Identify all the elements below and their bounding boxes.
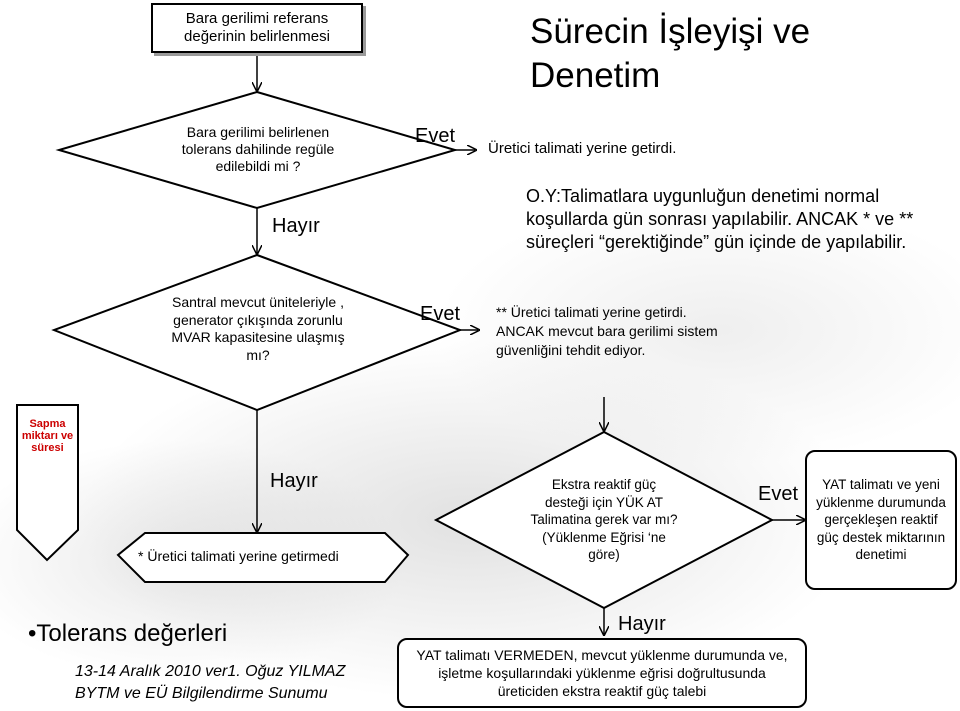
decision3-no-label: Hayır [618, 613, 666, 635]
decision2-no-label: Hayır [270, 470, 318, 492]
tolerance-bullet: •Tolerans değerleri [28, 620, 228, 647]
step1-box: Bara gerilimi referans değerinin belirle… [151, 3, 363, 53]
decision3-text: Ekstra reaktif güç desteği için YÜK AT T… [530, 477, 678, 562]
decision3-yes-label: Evet [758, 483, 799, 505]
step1-text: Bara gerilimi referans değerinin belirle… [184, 10, 330, 45]
note1-text: O.Y:Talimatlara uygunluğun denetimi norm… [526, 186, 914, 252]
result1-text: Üretici talimati yerine getirdi. [488, 140, 677, 157]
result5-text: YAT talimatı VERMEDEN, mevcut yüklenme d… [416, 647, 788, 699]
decision1-yes-label: Evet [415, 125, 456, 147]
result5-box: YAT talimatı VERMEDEN, mevcut yüklenme d… [397, 638, 807, 708]
side-label-text: Sapma miktarı ve süresi [21, 418, 74, 454]
result2-text: ** Üretici talimati yerine getirdi. ANCA… [496, 304, 718, 358]
page-title: Sürecin İşleyişi ve Denetim [530, 12, 811, 95]
footer-line1: 13-14 Aralık 2010 ver1. Oğuz YILMAZ [75, 663, 346, 680]
decision2-text: Santral mevcut üniteleriyle , generator … [171, 294, 345, 363]
result3-hexagon [116, 532, 410, 583]
result4-box: YAT talimatı ve yeni yüklenme durumunda … [805, 450, 957, 590]
footer-line2: BYTM ve EÜ Bilgilendirme Sunumu [75, 685, 328, 702]
side-label-shape [16, 404, 79, 562]
decision1-text: Bara gerilimi belirlenen tolerans dahili… [181, 124, 335, 174]
decision1-no-label: Hayır [272, 215, 320, 237]
decision2-yes-label: Evet [420, 303, 461, 325]
result4-text: YAT talimatı ve yeni yüklenme durumunda … [816, 477, 946, 563]
result3-text: * Üretici talimati yerine getirmedi [138, 548, 339, 564]
